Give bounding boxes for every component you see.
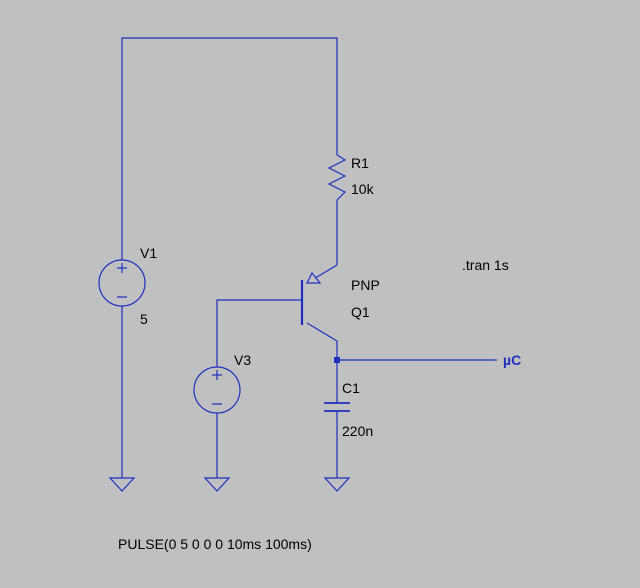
v1-value-label: 5 <box>140 311 148 327</box>
c1-capacitor[interactable] <box>324 402 350 412</box>
q1-pnp-transistor[interactable] <box>300 271 322 325</box>
wire-base-to-v3[interactable] <box>216 299 300 367</box>
ground-v1-icon[interactable] <box>108 477 136 492</box>
emitter-arrow-icon <box>306 271 322 284</box>
ground-c1-icon[interactable] <box>323 477 351 492</box>
ground-symbols <box>108 477 351 492</box>
c1-ref-label: C1 <box>342 380 360 396</box>
ground-v3-icon[interactable] <box>203 477 231 492</box>
r1-ref-label: R1 <box>351 155 369 171</box>
v3-pulse-source[interactable] <box>193 366 241 414</box>
spice-directive-label[interactable]: .tran 1s <box>462 257 509 273</box>
c1-value-label: 220n <box>342 423 373 439</box>
q1-ref-label: Q1 <box>351 304 370 320</box>
r1-value-label: 10k <box>351 181 375 197</box>
v3-value-label: PULSE(0 5 0 0 0 10ms 100ms) <box>118 536 312 552</box>
v1-ref-label: V1 <box>140 245 157 261</box>
output-net-label: µC <box>503 352 521 368</box>
wire-top-supply[interactable] <box>121 37 338 260</box>
wire-collector-tail[interactable] <box>306 322 338 342</box>
q1-model-label: PNP <box>351 277 380 293</box>
r1-resistor[interactable] <box>327 154 347 201</box>
v1-voltage-source[interactable] <box>98 259 146 307</box>
junction-node[interactable] <box>334 357 340 363</box>
v3-ref-label: V3 <box>234 352 251 368</box>
wires <box>121 37 492 478</box>
